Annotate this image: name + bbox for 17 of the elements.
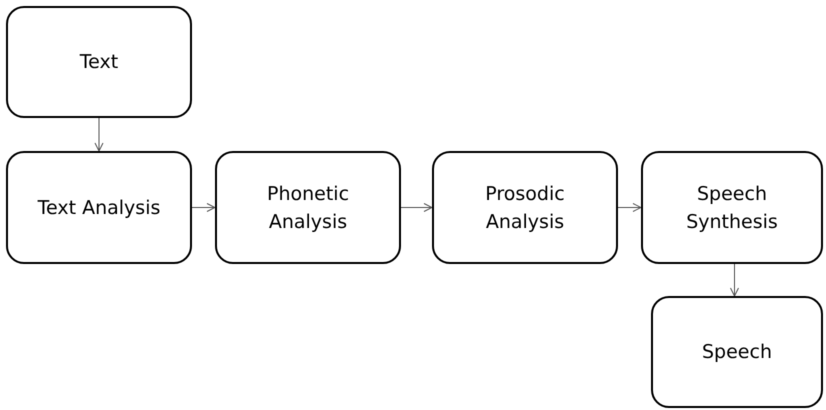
process-box (432, 151, 618, 264)
arrow (618, 203, 642, 212)
process-box (6, 6, 192, 118)
box-label: Speech Synthesis (685, 182, 779, 234)
process-box (215, 151, 401, 264)
arrow (94, 118, 104, 152)
box-label: Phonetic Analysis (266, 182, 350, 234)
process-box (6, 151, 192, 264)
box-label: Text (80, 50, 118, 75)
arrow (192, 203, 216, 212)
process-box (641, 151, 823, 264)
arrow (400, 203, 432, 212)
process-box (651, 296, 823, 408)
arrow (730, 264, 739, 296)
box-label: Text Analysis (38, 196, 160, 220)
box-label: Prosodic Analysis (484, 182, 566, 234)
box-label: Speech (702, 340, 772, 365)
